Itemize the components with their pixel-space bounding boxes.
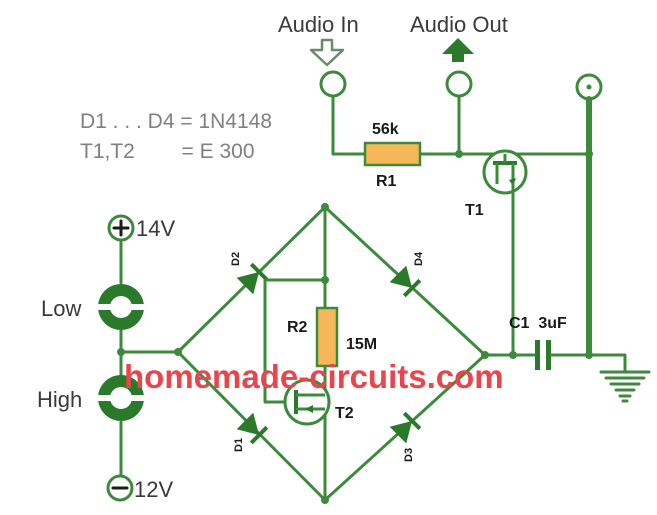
d4-label: D4	[413, 251, 425, 266]
audio-out-arrow-icon	[442, 38, 474, 62]
d2-diode	[236, 262, 269, 295]
wire-inner-left	[263, 278, 327, 404]
r1-resistor	[363, 141, 422, 167]
node-t1-c1	[509, 351, 517, 359]
d3-label: D3	[403, 448, 415, 462]
plus-voltage-label: 14V	[136, 216, 175, 241]
r2-name-label: R2	[287, 319, 308, 336]
wire-audio-in	[331, 94, 367, 156]
d1-label: D1	[233, 438, 245, 452]
plus-icon	[112, 219, 130, 237]
d2-label: D2	[230, 252, 242, 266]
high-switch-icon	[96, 375, 146, 421]
c1-plate-right	[546, 340, 551, 370]
r2-resistor	[315, 306, 339, 368]
t1-transistor	[482, 149, 528, 195]
minus-voltage-label: 12V	[134, 477, 173, 502]
high-label: High	[37, 387, 82, 412]
c1-label: C1 3uF	[509, 315, 567, 332]
diode-note: D1 . . . D4 = 1N4148	[80, 110, 272, 133]
audio-in-arrow-icon	[309, 38, 345, 67]
ground-icon	[599, 370, 651, 403]
r2-value-label: 15M	[346, 336, 377, 353]
audio-in-terminal	[319, 70, 347, 98]
transistor-note: T1,T2 = E 300	[80, 140, 255, 163]
audio-out-terminal	[445, 70, 473, 98]
watermark-text: homemade-circuits.com	[124, 358, 504, 395]
d1-diode	[236, 412, 269, 445]
low-switch-icon	[96, 284, 146, 330]
t1-name-label: T1	[465, 202, 484, 219]
c1-plate-left	[535, 340, 540, 370]
audio-out-label: Audio Out	[410, 12, 508, 37]
t2-transistor	[283, 378, 331, 426]
node-switch-mid	[117, 348, 125, 356]
r1-value-label: 56k	[372, 121, 399, 138]
audio-in-label: Audio In	[278, 12, 359, 37]
d3-diode	[389, 411, 422, 444]
node-inner-top	[321, 276, 329, 284]
t2-name-label: T2	[335, 405, 354, 422]
wire-ground-out	[587, 353, 627, 372]
d4-diode	[389, 265, 422, 298]
low-label: Low	[41, 296, 81, 321]
r1-name-label: R1	[376, 173, 397, 190]
node-audio-out	[455, 150, 463, 158]
ground-terminal-dot	[586, 84, 592, 90]
